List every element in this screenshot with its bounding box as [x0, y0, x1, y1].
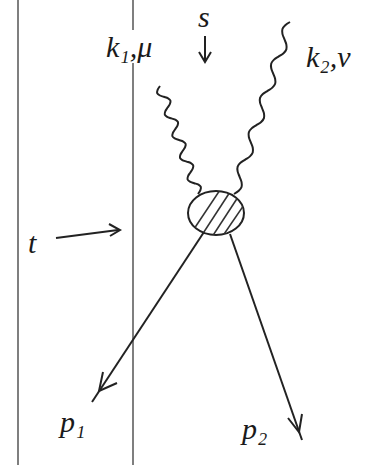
momentum-label: p₂	[240, 412, 269, 445]
border-line	[132, 0, 134, 465]
s-arrow	[204, 36, 206, 60]
fermion-arrowhead	[288, 414, 302, 432]
t-arrow	[56, 230, 118, 238]
fermion-line	[92, 232, 204, 402]
photon-line	[234, 22, 290, 194]
fermion-arrowhead	[99, 372, 117, 391]
fermion-line	[230, 234, 302, 440]
momentum-label: p₁	[58, 405, 87, 438]
momentum-label: k₁,μ	[104, 30, 154, 63]
t-arrowhead	[109, 224, 120, 236]
blob-hatching	[190, 190, 258, 240]
channel-label: t	[26, 226, 38, 259]
border-line	[17, 0, 19, 465]
momentum-label: k₂,ν	[304, 40, 353, 73]
s-arrowhead	[199, 52, 211, 62]
channel-label: s	[196, 0, 212, 33]
photon-line	[157, 86, 201, 194]
